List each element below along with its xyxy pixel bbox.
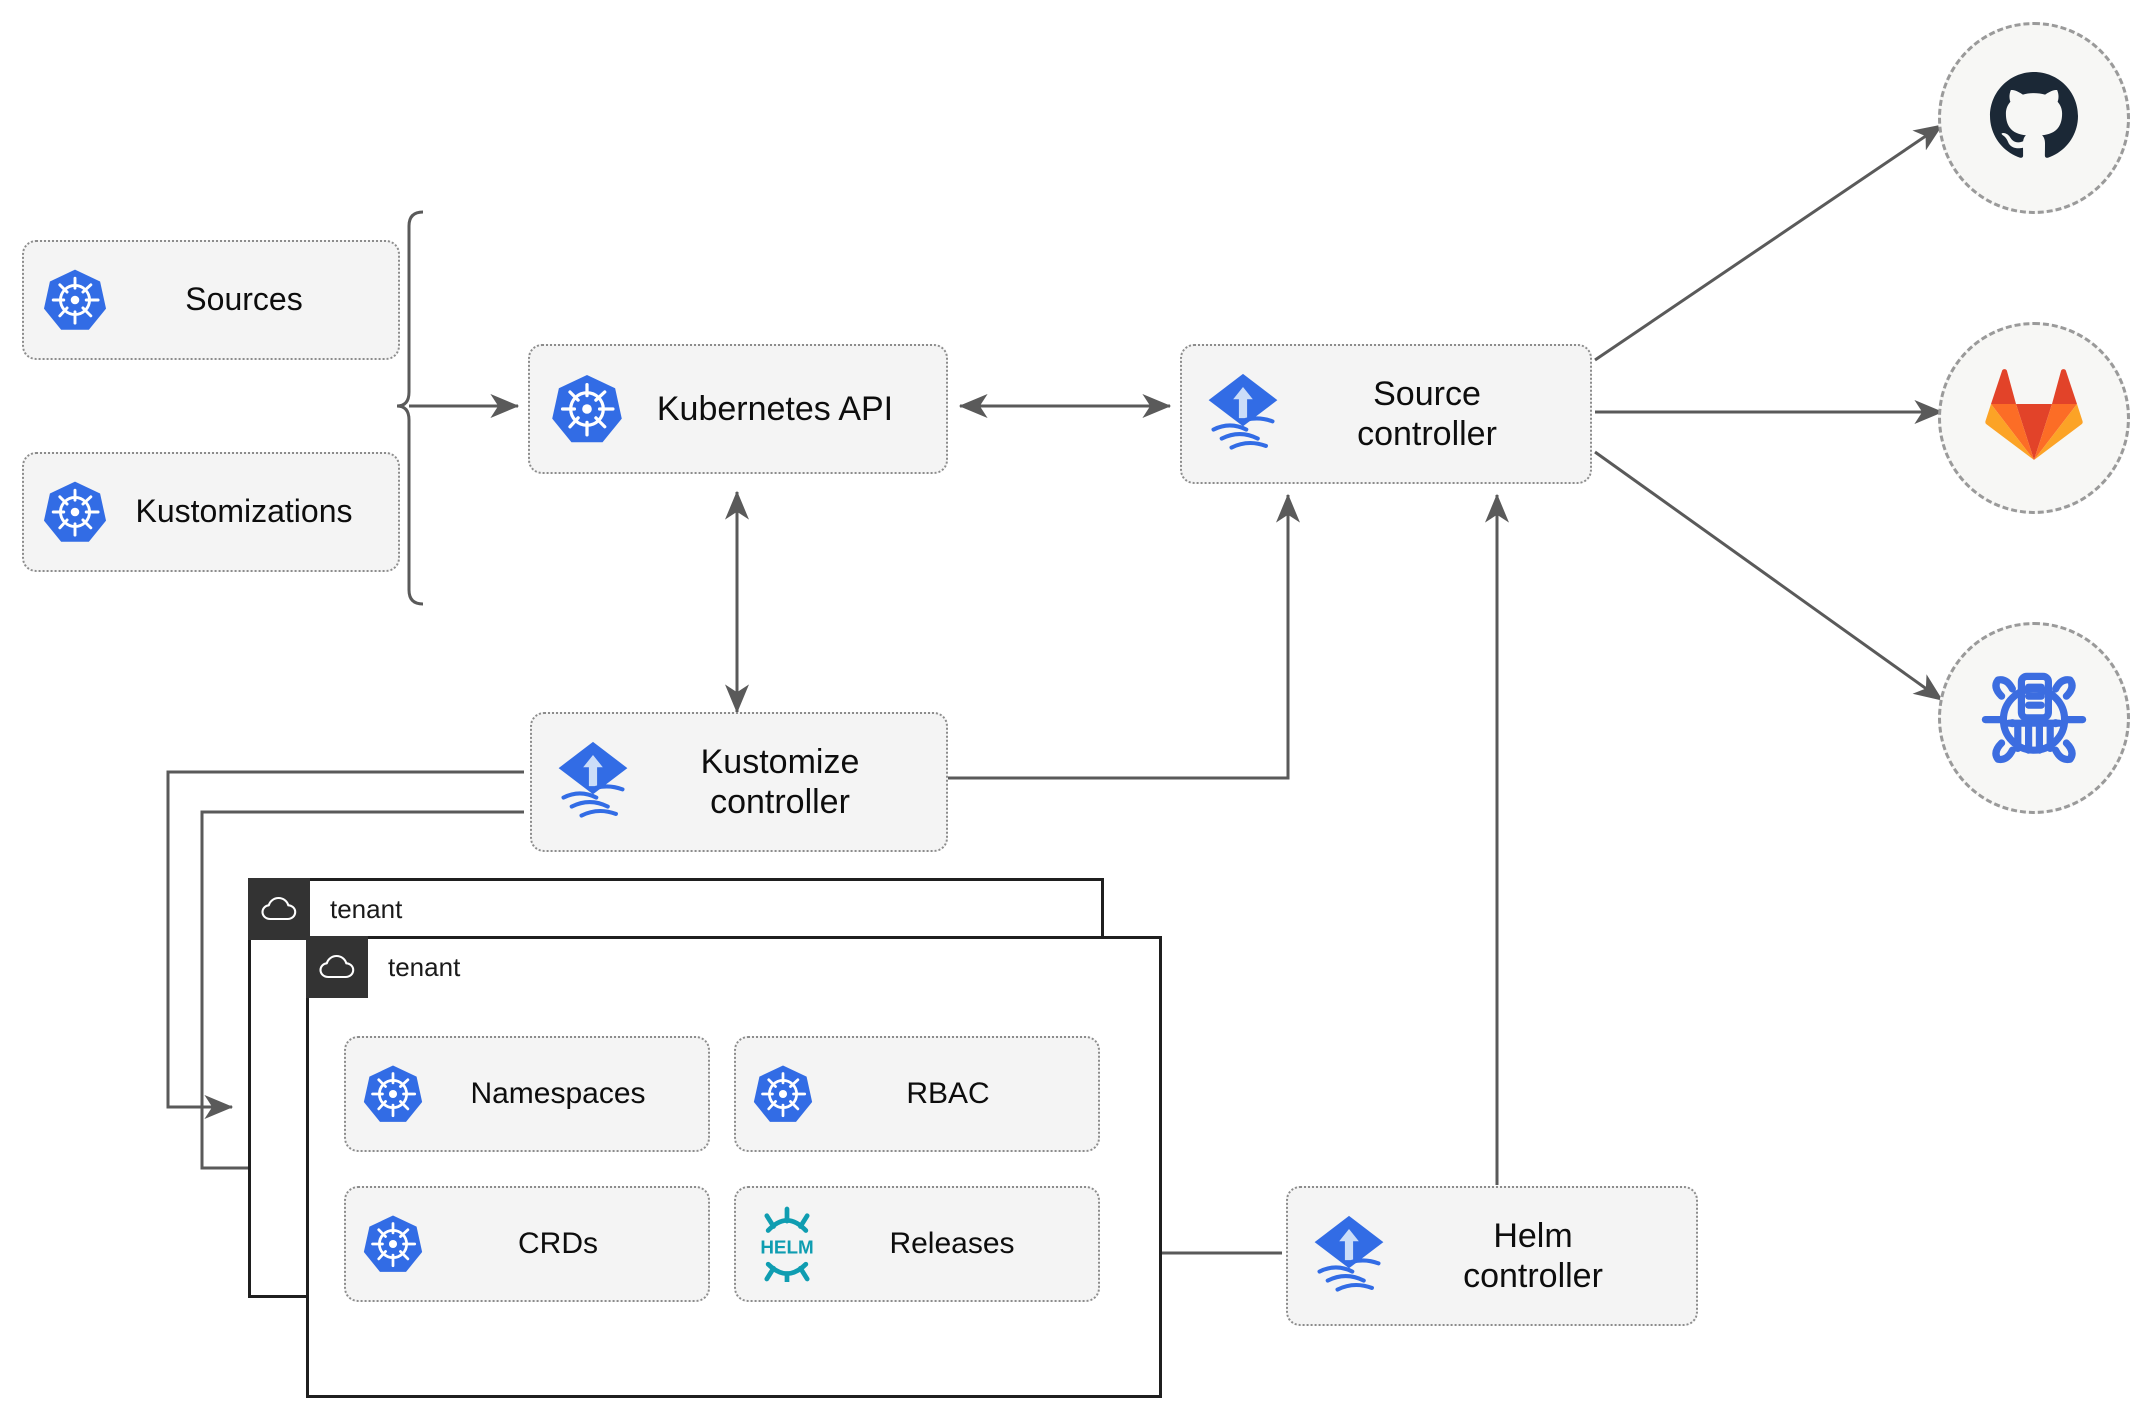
node-helm-controller[interactable]: Helm controller <box>1286 1186 1698 1326</box>
tenant-label: tenant <box>330 893 403 924</box>
kubernetes-icon <box>362 1063 424 1125</box>
node-crds[interactable]: CRDs <box>344 1186 710 1302</box>
node-source-controller[interactable]: Source controller <box>1180 344 1592 484</box>
node-label: Source controller <box>1357 374 1497 453</box>
flux-icon <box>1202 369 1284 459</box>
cloud-icon <box>248 878 310 940</box>
node-rbac[interactable]: RBAC <box>734 1036 1100 1152</box>
github-icon <box>1984 66 2084 171</box>
node-label: Kustomize controller <box>700 742 860 821</box>
node-kustomizations[interactable]: Kustomizations <box>22 452 400 572</box>
helm-icon: HELM <box>752 1206 822 1282</box>
node-releases[interactable]: HELM Releases <box>734 1186 1100 1302</box>
node-label: RBAC <box>906 1077 990 1111</box>
provider-helm-repository[interactable] <box>1938 622 2130 814</box>
node-kubernetes-api[interactable]: Kubernetes API <box>528 344 948 474</box>
gitlab-icon <box>1984 368 2084 469</box>
tenant-container-inner[interactable]: tenant <box>306 936 1162 1398</box>
provider-github[interactable] <box>1938 22 2130 214</box>
node-label: Kustomizations <box>135 493 353 530</box>
kubernetes-icon <box>42 479 108 545</box>
node-namespaces[interactable]: Namespaces <box>344 1036 710 1152</box>
node-label: Releases <box>889 1227 1015 1261</box>
wire-kustomize-to-source <box>948 493 1301 780</box>
cloud-icon <box>306 936 368 998</box>
wire-source-to-helmrepo <box>1594 450 1943 702</box>
svg-text:HELM: HELM <box>760 1236 813 1257</box>
group-brace <box>396 210 424 606</box>
node-kustomize-controller[interactable]: Kustomize controller <box>530 712 948 852</box>
node-label: Namespaces <box>470 1077 646 1111</box>
node-sources[interactable]: Sources <box>22 240 400 360</box>
helm-repository-icon <box>1980 662 2088 775</box>
tenant-label: tenant <box>388 951 461 982</box>
node-label: Kubernetes API <box>656 389 894 428</box>
kubernetes-icon <box>42 267 108 333</box>
node-label: CRDs <box>518 1227 598 1261</box>
kubernetes-icon <box>362 1213 424 1275</box>
tenant-header-outer: tenant <box>248 878 402 940</box>
node-label: Sources <box>185 281 303 318</box>
provider-gitlab[interactable] <box>1938 322 2130 514</box>
flux-icon <box>1308 1211 1390 1301</box>
kubernetes-icon <box>550 372 624 446</box>
tenant-header-inner: tenant <box>306 936 460 998</box>
flux-icon <box>552 737 634 827</box>
node-label: Helm controller <box>1463 1216 1603 1295</box>
kubernetes-icon <box>752 1063 814 1125</box>
wire-source-to-github <box>1594 123 1943 362</box>
